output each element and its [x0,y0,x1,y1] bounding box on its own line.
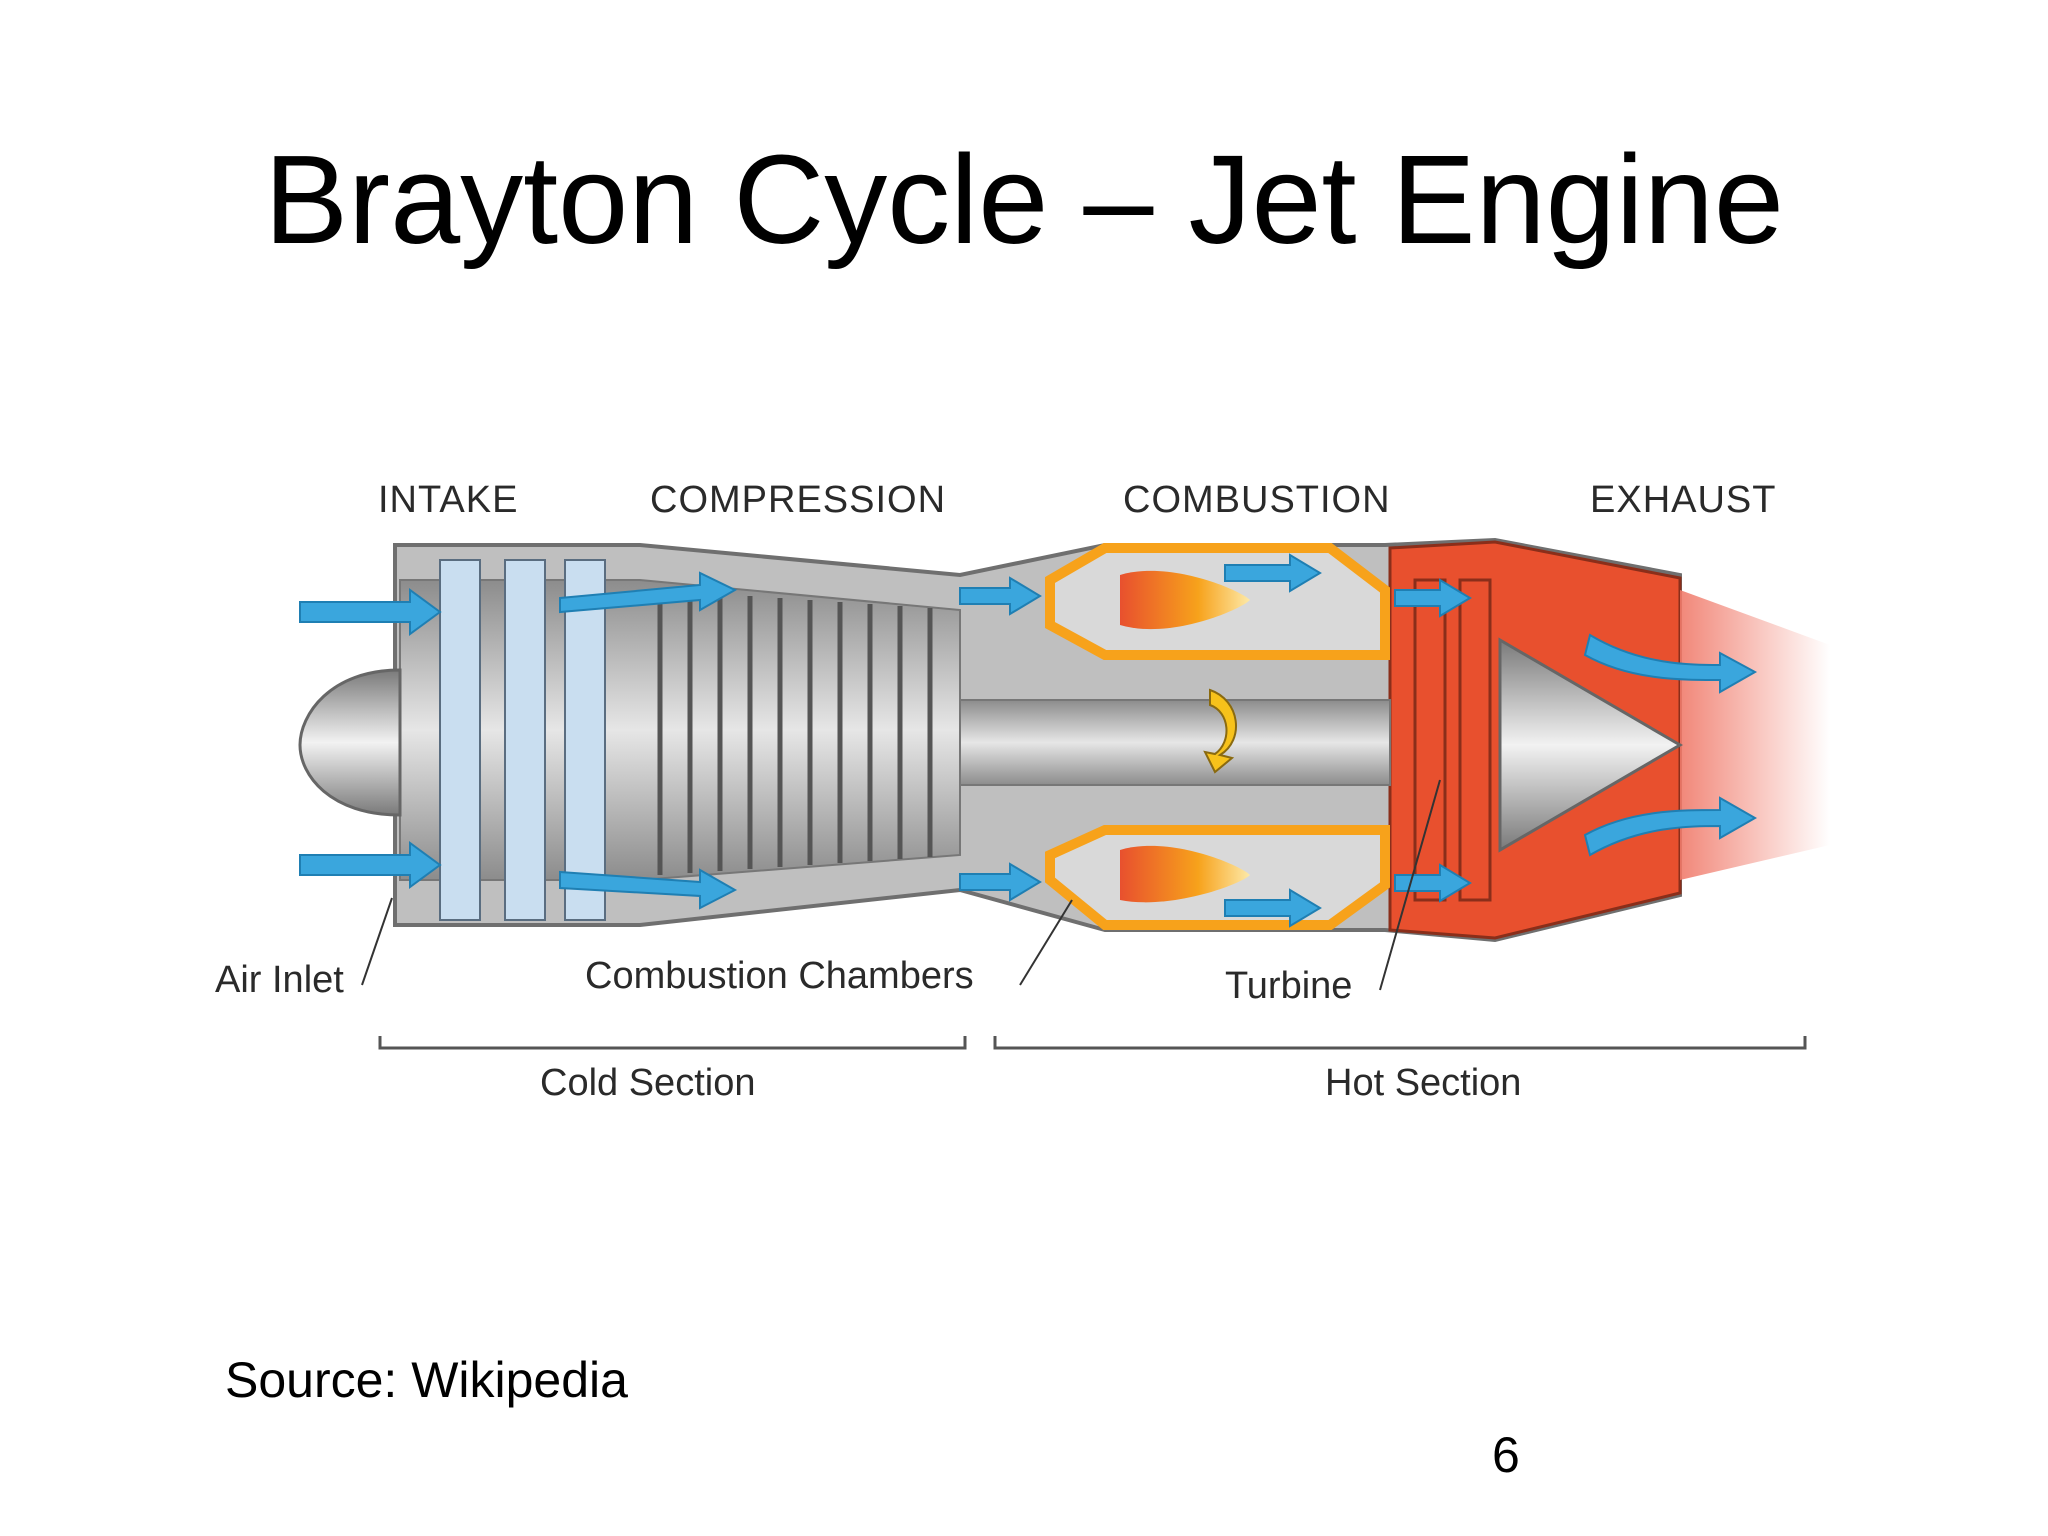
fan-stages [439,559,606,921]
arrow-compressor-bottom-icon [559,868,738,910]
arrow-combustor-in-bottom-icon [959,862,1042,902]
source-credit: Source: Wikipedia [225,1352,628,1408]
flame-top-icon [1120,570,1250,630]
arrow-chamber-top-icon [1224,553,1322,593]
turbine-discs [1413,578,1492,902]
arrow-exhaust-top-icon [1583,633,1758,694]
exhaust-cone [1498,637,1683,853]
flame-bottom-icon [1120,845,1250,903]
stage-label-combustion: COMBUSTION [1123,479,1391,521]
cold-section-label: Cold Section [540,1062,755,1104]
arrow-inlet-top-icon [299,588,442,636]
spinner-cone [298,668,402,817]
arrow-exhaust-bottom-icon [1583,796,1758,857]
callout-leaders [361,779,1441,991]
arrow-chamber-bottom-icon [1224,888,1322,928]
hot-section-label: Hot Section [1325,1062,1521,1104]
stage-label-compression: COMPRESSION [650,479,946,521]
callout-combustion-chambers: Combustion Chambers [585,955,974,997]
section-brackets [378,1036,1807,1050]
arrow-compressor-top-icon [559,571,738,614]
main-shaft [959,699,1391,786]
hot-section-bracket [993,1036,1807,1050]
arrow-inlet-bottom-icon [299,841,442,889]
rotation-arrow-icon [1203,688,1237,774]
callout-air-inlet: Air Inlet [215,959,344,1001]
cold-section-bracket [378,1036,967,1050]
page-number: 6 [1492,1427,1520,1483]
callout-turbine: Turbine [1225,965,1352,1007]
arrow-turbine-top-icon [1394,578,1472,618]
compressor-blades [657,590,933,875]
airflow-arrows [299,553,1758,928]
core-body [399,579,961,881]
exhaust-plume [1680,590,1830,880]
stage-label-intake: INTAKE [378,479,518,521]
arrow-turbine-bottom-icon [1394,863,1472,903]
arrow-combustor-in-top-icon [959,576,1042,616]
stage-label-exhaust: EXHAUST [1590,479,1776,521]
slide-title: Brayton Cycle – Jet Engine [264,129,1784,270]
